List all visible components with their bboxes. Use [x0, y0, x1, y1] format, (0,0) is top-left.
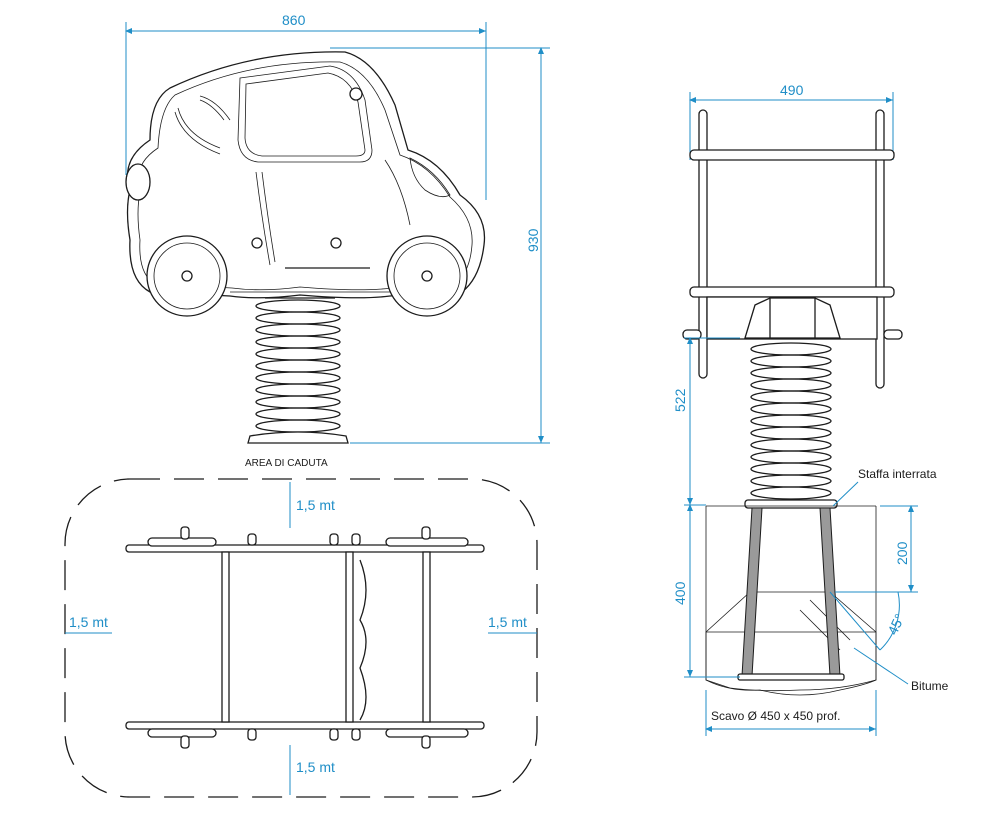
- top-structure: [125, 526, 485, 749]
- side-width-dimension: 490: [689, 82, 894, 160]
- side-embed-dimension: 200: [835, 505, 918, 593]
- excavation-label: Scavo Ø 450 x 450 prof.: [711, 709, 840, 723]
- side-view: 490: [672, 82, 949, 736]
- fall-area-label: AREA DI CADUTA: [245, 458, 328, 469]
- side-depth-label: 400: [672, 581, 688, 605]
- front-height-dimension: 930: [330, 47, 550, 444]
- top-label-right: 1,5 mt: [488, 614, 527, 630]
- fall-area-outline: [64, 478, 538, 798]
- side-angle-label: 45°: [884, 611, 907, 637]
- excavation-width-dimension: Scavo Ø 450 x 450 prof.: [705, 690, 877, 736]
- bracket-label: Staffa interrata: [858, 467, 937, 481]
- side-width-label: 490: [780, 82, 804, 98]
- side-spring-dimension: 522: [672, 337, 740, 505]
- bitumen-label: Bitume: [911, 679, 949, 693]
- side-spring: [750, 342, 832, 500]
- front-spring: [247, 297, 349, 444]
- car-body: [125, 51, 486, 317]
- front-width-label: 860: [282, 12, 306, 28]
- front-height-label: 930: [525, 228, 541, 252]
- side-angle-dimension: 45°: [829, 591, 908, 651]
- top-view: AREA DI CADUTA 1,5 mt 1,5 mt 1,5 mt 1,5 …: [64, 458, 538, 798]
- top-label-bottom: 1,5 mt: [296, 759, 335, 775]
- side-spring-label: 522: [672, 388, 688, 412]
- side-embed-label: 200: [894, 541, 910, 565]
- side-depth-dimension: 400: [672, 504, 740, 678]
- front-width-dimension: 860: [125, 12, 487, 200]
- excavation: [705, 505, 877, 696]
- front-view: 860 930: [125, 12, 550, 444]
- top-label-left: 1,5 mt: [69, 614, 108, 630]
- top-label-top: 1,5 mt: [296, 497, 335, 513]
